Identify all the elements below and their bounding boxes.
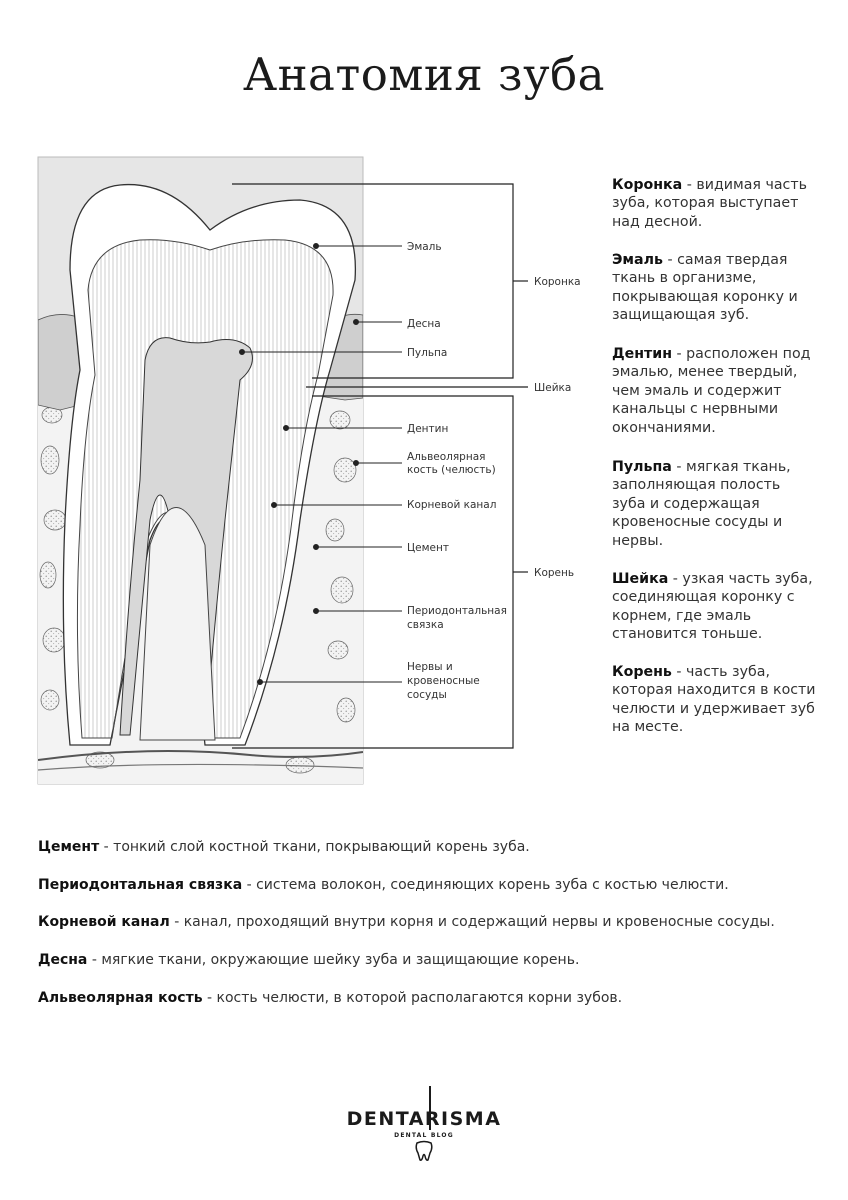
label-dentin: Дентин <box>407 423 448 435</box>
tooth-icon <box>414 1140 434 1162</box>
def-term: Альвеолярная кость <box>38 990 203 1006</box>
label-cement: Цемент <box>407 542 449 554</box>
def-text: - мягкие ткани, окружающие шейку зуба и … <box>87 952 579 968</box>
def-term: Цемент <box>38 839 99 855</box>
label-root-canal: Корневой канал <box>407 499 496 511</box>
label-root: Корень <box>534 567 574 579</box>
label-pulp: Пульпа <box>407 347 447 359</box>
logo-tagline: DENTAL BLOG <box>344 1132 504 1139</box>
label-periodontal-1: Периодонтальная <box>407 605 507 617</box>
label-nerves-2: кровеносные <box>407 675 480 687</box>
label-enamel: Эмаль <box>407 241 442 253</box>
def-term: Эмаль <box>612 252 663 268</box>
definition-crown: Коронка - видимая часть зуба, которая вы… <box>612 176 817 231</box>
definition-cement: Цемент - тонкий слой костной ткани, покр… <box>38 838 828 856</box>
label-neck: Шейка <box>534 382 571 394</box>
definition-periodontal: Периодонтальная связка - система волокон… <box>38 876 828 894</box>
def-term: Шейка <box>612 571 668 587</box>
def-term: Коронка <box>612 177 682 193</box>
definition-enamel: Эмаль - самая твердая ткань в организме,… <box>612 251 817 325</box>
def-term: Дентин <box>612 346 672 362</box>
def-text: - система волокон, соединяющих корень зу… <box>242 877 729 893</box>
definition-neck: Шейка - узкая часть зуба, соединяющая ко… <box>612 570 817 644</box>
definition-alveolar: Альвеолярная кость - кость челюсти, в ко… <box>38 989 828 1007</box>
label-gum: Десна <box>407 318 441 330</box>
def-term: Периодонтальная связка <box>38 877 242 893</box>
label-nerves-3: сосуды <box>407 689 447 701</box>
def-term: Пульпа <box>612 459 672 475</box>
def-text: - канал, проходящий внутри корня и содер… <box>170 914 775 930</box>
definition-dentin: Дентин - расположен под эмалью, менее тв… <box>612 345 817 437</box>
definition-root: Корень - часть зуба, которая находится в… <box>612 663 817 737</box>
def-text: - кость челюсти, в которой располагаются… <box>203 990 623 1006</box>
interradicular-bone <box>140 508 215 741</box>
label-nerves-1: Нервы и <box>407 661 453 673</box>
definition-pulp: Пульпа - мягкая ткань, заполняющая полос… <box>612 458 817 550</box>
label-periodontal-2: связка <box>407 619 444 631</box>
label-crown: Коронка <box>534 276 581 288</box>
definition-gum: Десна - мягкие ткани, окружающие шейку з… <box>38 951 828 969</box>
brand-logo: DENTARISMA DENTAL BLOG <box>344 1080 504 1170</box>
label-alveolar-2: кость (челюсть) <box>407 464 496 476</box>
definition-root-canal: Корневой канал - канал, проходящий внутр… <box>38 913 828 931</box>
def-term: Десна <box>38 952 87 968</box>
def-term: Корневой канал <box>38 914 170 930</box>
label-alveolar-1: Альвеолярная <box>407 451 485 463</box>
def-term: Корень <box>612 664 672 680</box>
def-text: - тонкий слой костной ткани, покрывающий… <box>99 839 530 855</box>
logo-wordmark: DENTARISMA <box>344 1108 504 1130</box>
